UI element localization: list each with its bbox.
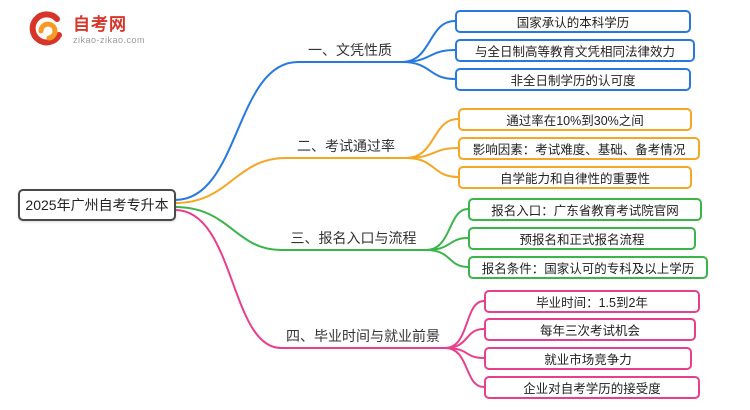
root-node: 2025年广州自考专升本 (18, 189, 176, 221)
connector-root-branch4 (174, 209, 282, 349)
connector-branch4-leaf3 (444, 347, 485, 359)
connector-branch3-leaf3 (425, 249, 469, 268)
branch-label-pass-rate: 二、考试通过率 (286, 135, 406, 159)
leaf-node: 每年三次考试机会 (484, 318, 696, 341)
branch-label-diploma-nature: 一、文凭性质 (298, 39, 402, 63)
connector-branch4-leaf2 (444, 328, 485, 349)
branch-label-graduation-career: 四、毕业时间与就业前景 (281, 325, 445, 349)
site-logo[interactable]: 自考网 zikao-zikao.com (26, 10, 145, 50)
leaf-node: 就业市场竞争力 (484, 347, 692, 370)
leaf-node: 报名条件：国家认可的专科及以上学历 (468, 256, 708, 279)
connector-branch4-leaf4 (444, 347, 485, 388)
leaf-node: 预报名和正式报名流程 (468, 227, 696, 250)
connector-branch3-leaf2 (425, 237, 469, 251)
connector-root-branch2 (174, 157, 287, 204)
leaf-node: 影响因素：考试难度、基础、备考情况 (458, 137, 700, 160)
leaf-node: 自学能力和自律性的重要性 (458, 166, 692, 189)
connector-branch4-leaf1 (444, 300, 485, 349)
leaf-node: 与全日制高等教育文凭相同法律效力 (455, 39, 695, 62)
leaf-node: 毕业时间：1.5到2年 (484, 290, 700, 313)
connector-branch2-leaf3 (405, 157, 459, 178)
connector-branch1-leaf2 (401, 49, 456, 63)
logo-domain: zikao-zikao.com (73, 34, 146, 45)
leaf-node: 报名入口：广东省教育考试院官网 (468, 198, 702, 221)
connector-branch3-leaf1 (425, 208, 469, 251)
leaf-node: 国家承认的本科学历 (455, 10, 691, 33)
connector-root-branch3 (174, 206, 282, 251)
leaf-node: 通过率在10%到30%之间 (458, 108, 692, 131)
connector-branch2-leaf2 (405, 147, 459, 159)
leaf-node: 非全日制学历的认可度 (455, 68, 691, 91)
logo-swirl-icon (29, 11, 62, 46)
leaf-node: 企业对自考学历的接受度 (484, 376, 700, 399)
logo-title: 自考网 (73, 15, 127, 35)
branch-label-registration: 三、报名入口与流程 (281, 227, 426, 251)
connector-branch2-leaf1 (405, 118, 459, 159)
connector-branch1-leaf1 (401, 20, 456, 63)
connector-branch1-leaf3 (401, 61, 456, 80)
connector-root-branch1 (174, 61, 299, 201)
